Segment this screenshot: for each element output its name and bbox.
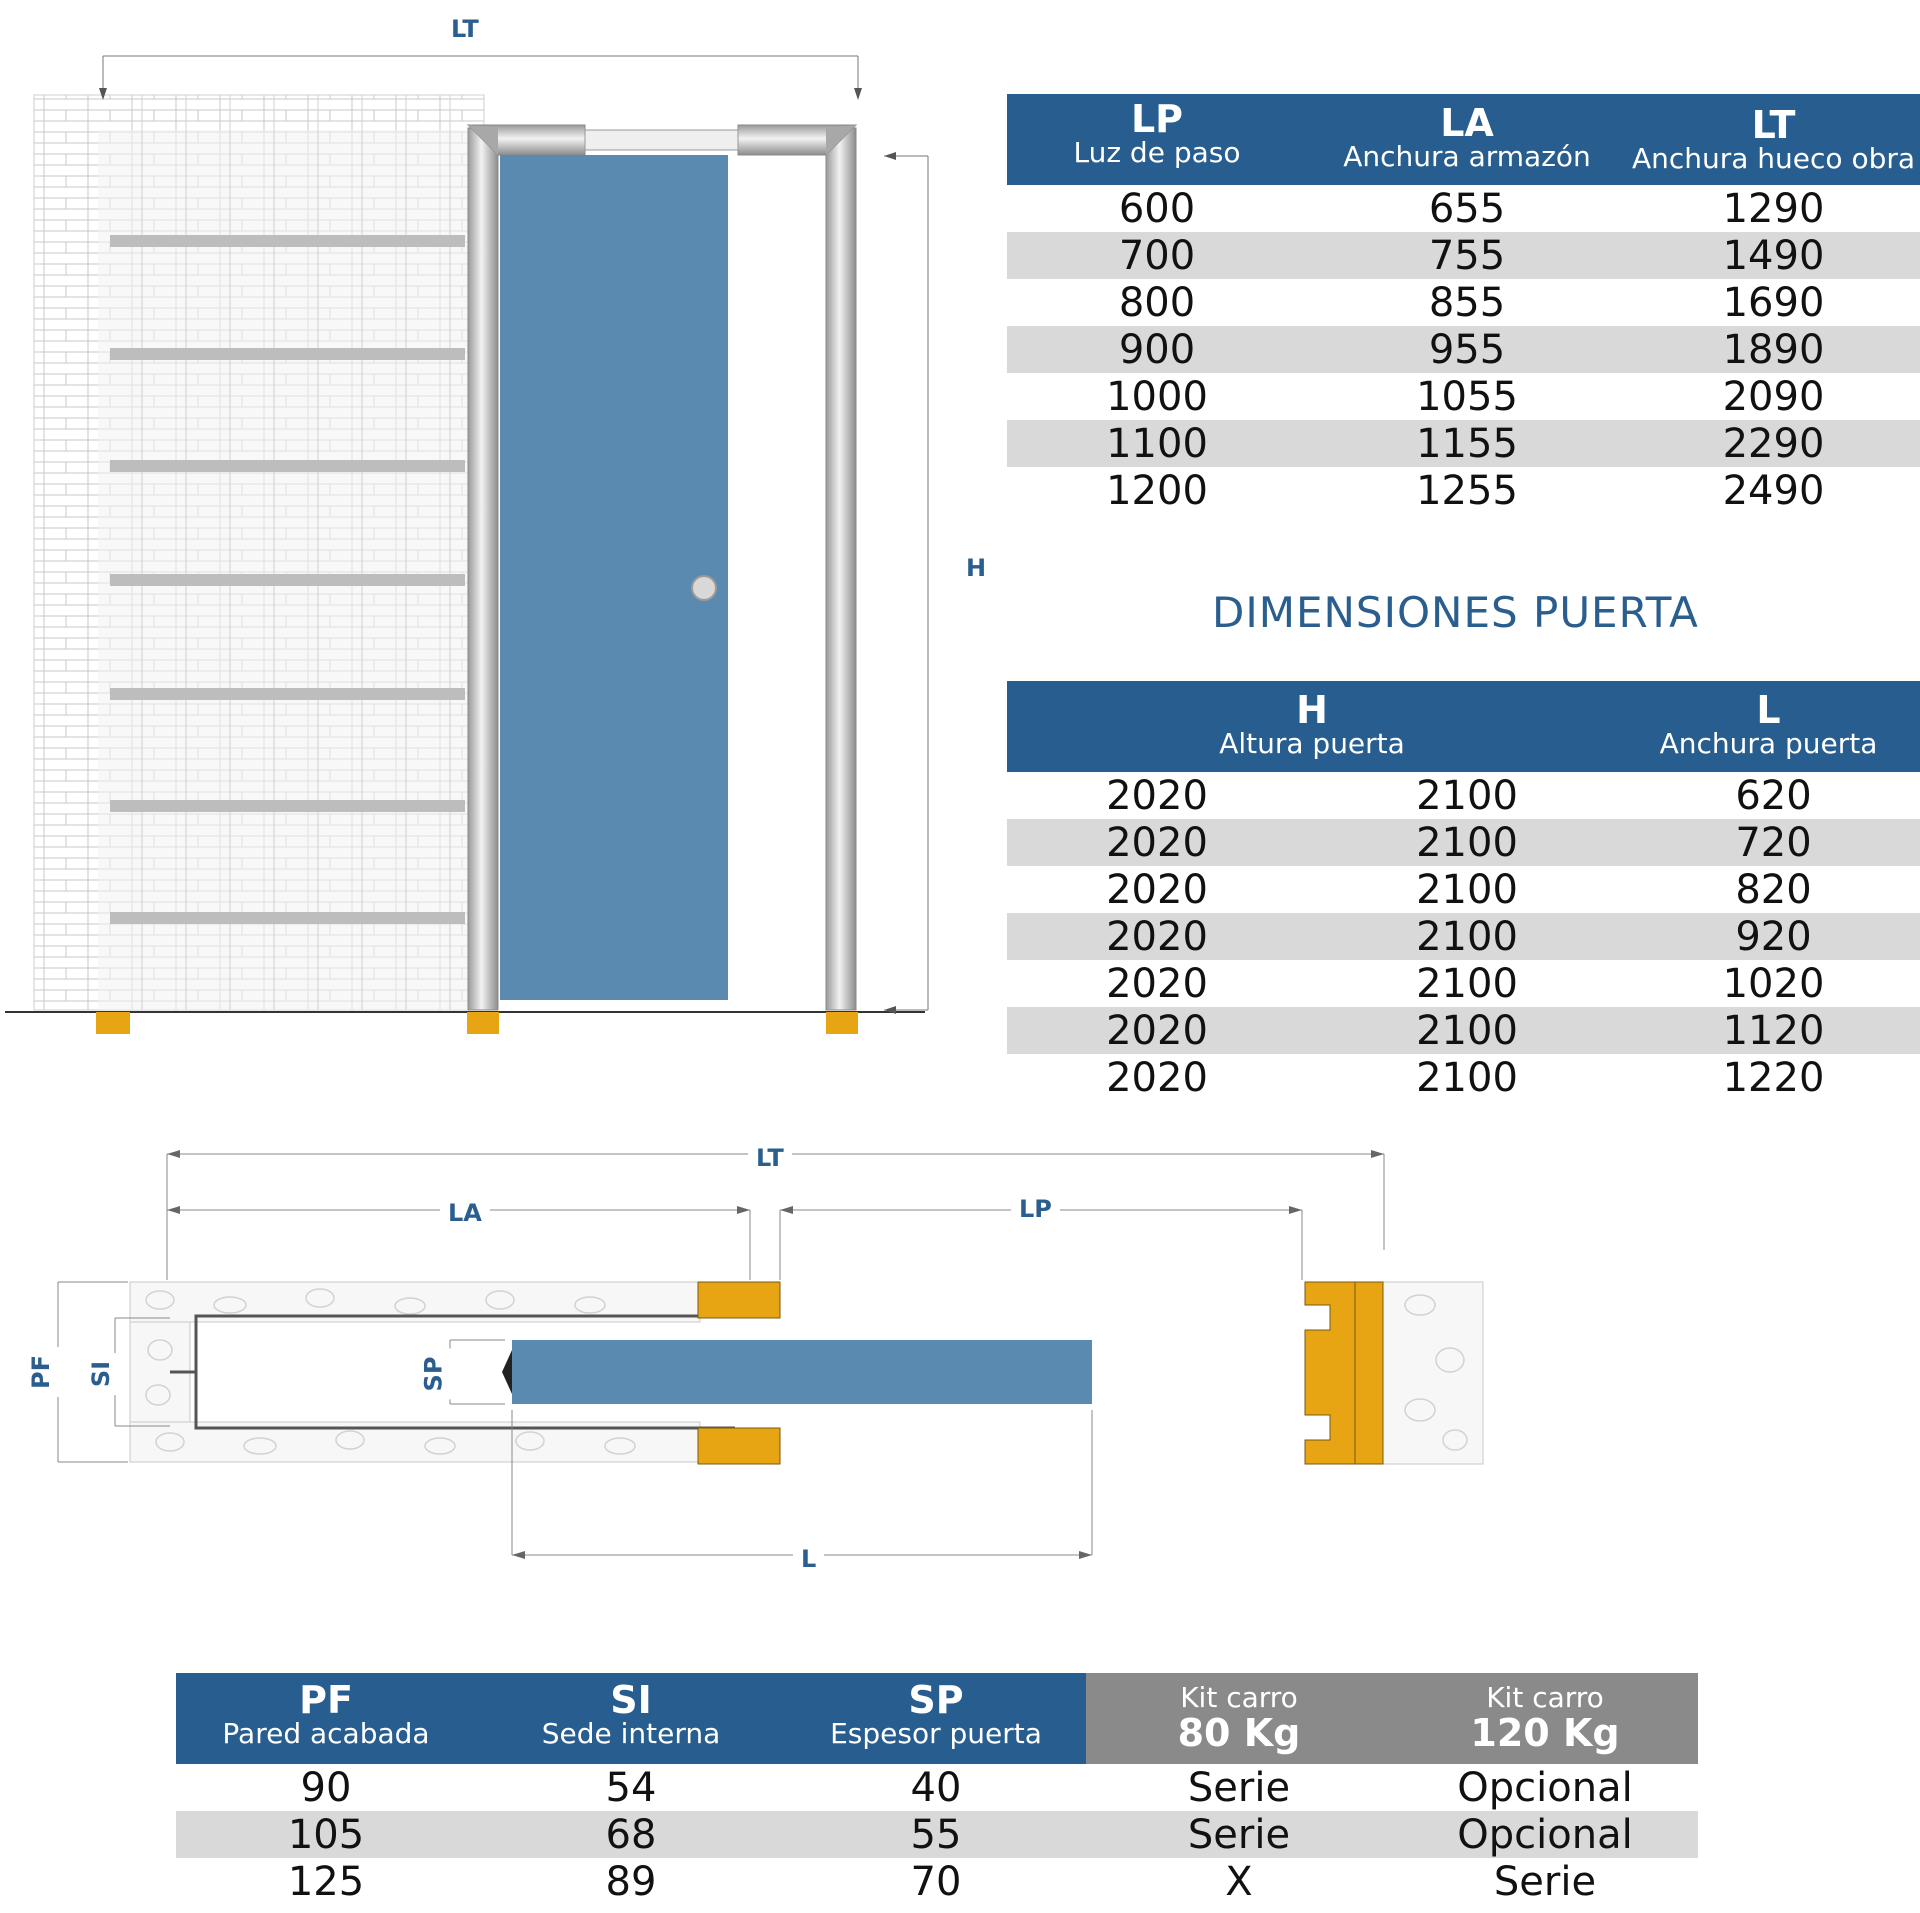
jamb-wood-top — [697, 1281, 781, 1319]
dim-label-la-plan: LA — [440, 1195, 490, 1231]
header-key: PF — [299, 1678, 353, 1722]
header-key: LP — [1130, 97, 1184, 141]
jamb-wood-right — [1304, 1281, 1384, 1465]
door-stop — [502, 1350, 512, 1394]
wall-kit-table: PF Pared acabada SI Sede interna SP Espe… — [176, 1673, 1698, 1905]
header-key: LA — [1440, 101, 1494, 145]
header-key: 120 Kg — [1470, 1710, 1620, 1755]
floor-block — [96, 1012, 130, 1034]
header-desc: Kit carro — [1180, 1681, 1298, 1714]
header-key: LT — [1751, 103, 1796, 147]
pocket-rail — [110, 800, 465, 812]
pocket-rail — [110, 574, 465, 586]
frame-dimensions-table: LP Luz de paso LA Anchura armazón LT Anc… — [1007, 94, 1920, 514]
wall-plaster-left — [129, 1321, 191, 1423]
header-desc: Luz de paso — [1073, 136, 1241, 169]
wall-plaster-top — [129, 1281, 701, 1323]
pocket-steel-profile — [194, 1314, 735, 1430]
header-key: L — [1756, 688, 1781, 732]
pocket-panel — [98, 130, 468, 1010]
header-key: SP — [908, 1678, 964, 1722]
dim-label-lt-plan: LT — [748, 1140, 792, 1176]
dim-label-l-plan: L — [793, 1541, 825, 1577]
header-desc: Espesor puerta — [830, 1717, 1042, 1750]
door-leaf — [500, 155, 728, 1000]
pocket-rail — [110, 688, 465, 700]
header-desc: Anchura puerta — [1659, 727, 1878, 760]
frame-jamb-left — [467, 127, 499, 1011]
dim-label-sp: SP — [415, 1348, 452, 1400]
dim-label-h-elevation: H — [958, 550, 995, 586]
wall-kit-table-header: PF Pared acabada SI Sede interna SP Espe… — [176, 1673, 1698, 1764]
pocket-rail — [110, 912, 465, 924]
door-handle — [691, 575, 717, 601]
pocket-rail — [110, 460, 465, 472]
door-table-header: H Altura puerta L Anchura puerta — [1007, 681, 1920, 772]
door-dimensions-title: DIMENSIONES PUERTA — [1212, 588, 1699, 637]
pocket-rail — [110, 348, 465, 360]
dim-label-lp-plan: LP — [1011, 1191, 1060, 1227]
dim-label-pf: PF — [22, 1347, 59, 1397]
header-desc: Pared acabada — [222, 1717, 430, 1750]
pocket-rail — [110, 235, 465, 247]
header-key: H — [1296, 688, 1328, 732]
dim-label-si: SI — [83, 1352, 120, 1396]
floor-block — [467, 1012, 499, 1034]
wall-plaster-bottom — [129, 1421, 701, 1463]
header-desc: Kit carro — [1486, 1681, 1604, 1714]
header-key: SI — [610, 1678, 652, 1722]
jamb-wood-bottom — [697, 1427, 781, 1465]
header-key: 80 Kg — [1177, 1710, 1301, 1755]
frame-header-track — [584, 129, 739, 151]
door-leaf-plan — [512, 1340, 1092, 1404]
frame-jamb-right — [825, 127, 857, 1011]
frame-table-header: LP Luz de paso LA Anchura armazón LT Anc… — [1007, 94, 1920, 185]
header-desc: Sede interna — [541, 1717, 721, 1750]
header-desc: Altura puerta — [1219, 727, 1405, 760]
dim-label-lt-elevation: LT — [443, 11, 487, 47]
wall-plaster-right — [1382, 1281, 1484, 1465]
header-desc: Anchura hueco obra — [1631, 142, 1916, 175]
floor-block — [826, 1012, 858, 1034]
header-desc: Anchura armazón — [1343, 140, 1591, 173]
elevation-drawing — [5, 55, 929, 1034]
